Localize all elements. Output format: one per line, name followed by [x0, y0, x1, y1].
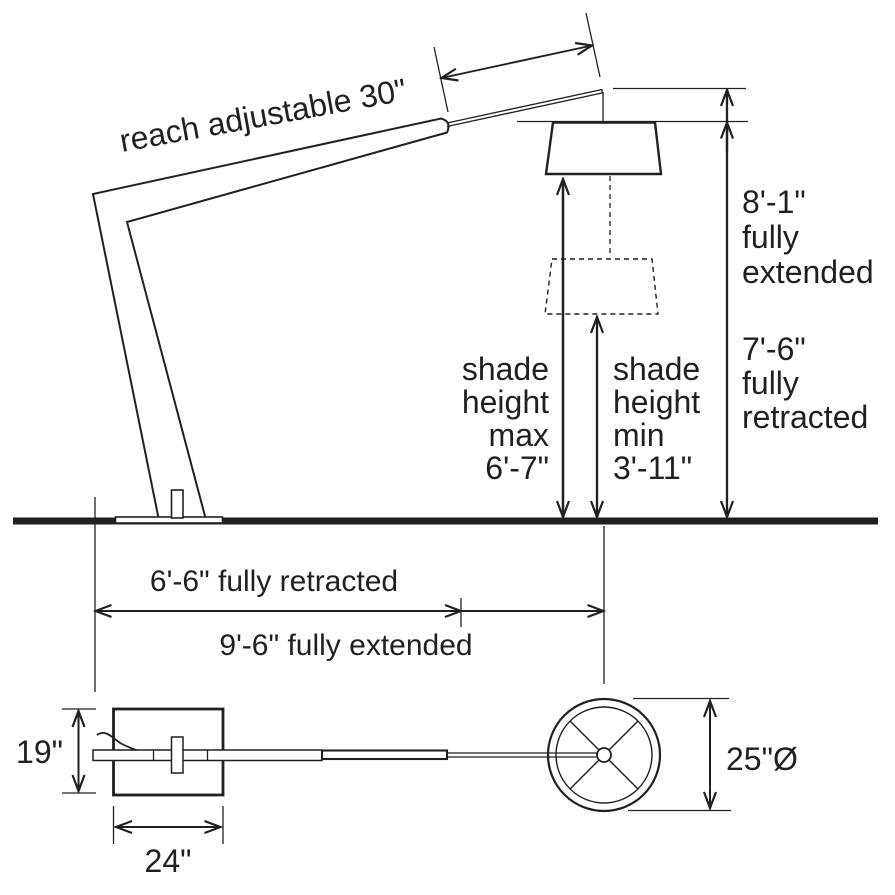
- shade-max-word1: shade: [462, 351, 549, 387]
- arm-telescoping-sleeve: [320, 749, 449, 761]
- shade-side-view-min-dashed: [544, 258, 659, 315]
- shade-max-word3: max: [489, 417, 549, 453]
- shade-max-word2: height: [462, 384, 549, 420]
- lamp-body-outline: [91, 117, 450, 519]
- dim-arrow-reach: [442, 46, 593, 79]
- shade-min-word2: height: [613, 384, 700, 420]
- height-retracted-word1: fully: [742, 365, 799, 401]
- base-width-label: 24": [145, 843, 192, 879]
- dim-tick-reach-left: [433, 46, 449, 113]
- lamp-base-plate: [114, 516, 224, 524]
- top-view: [62, 697, 731, 844]
- height-retracted-word2: retracted: [742, 399, 868, 435]
- shade-diameter-label: 25"Ø: [726, 741, 798, 777]
- dim-tick-reach-right: [585, 12, 601, 78]
- foot-pedal-top-view: [170, 736, 184, 774]
- height-extended-word1: fully: [742, 219, 799, 255]
- foot-pedal-side-view: [170, 489, 184, 519]
- shade-side-view-max: [544, 121, 663, 176]
- shade-min-word3: min: [613, 417, 665, 453]
- telescoping-rod-top-edge: [446, 88, 603, 124]
- base-depth-label: 19": [16, 734, 63, 770]
- shade-min-word1: shade: [613, 351, 700, 387]
- side-view: [13, 12, 878, 692]
- height-extended-value: 8'-1": [742, 184, 806, 220]
- floor-line: [13, 517, 878, 525]
- floor-extended-label: 9'-6" fully extended: [219, 629, 472, 662]
- shade-top-view-inner-rim: [555, 706, 653, 804]
- telescoping-rod-bottom-edge: [446, 92, 603, 128]
- height-retracted-value: 7'-6": [742, 331, 806, 367]
- height-extended-word2: extended: [742, 254, 874, 290]
- shade-max-value: 6'-7": [485, 450, 549, 486]
- shade-center-hub: [596, 747, 612, 763]
- shade-min-value: 3'-11": [613, 450, 692, 486]
- floor-dimensions: [96, 598, 604, 627]
- floor-retracted-label: 6'-6" fully retracted: [150, 565, 398, 598]
